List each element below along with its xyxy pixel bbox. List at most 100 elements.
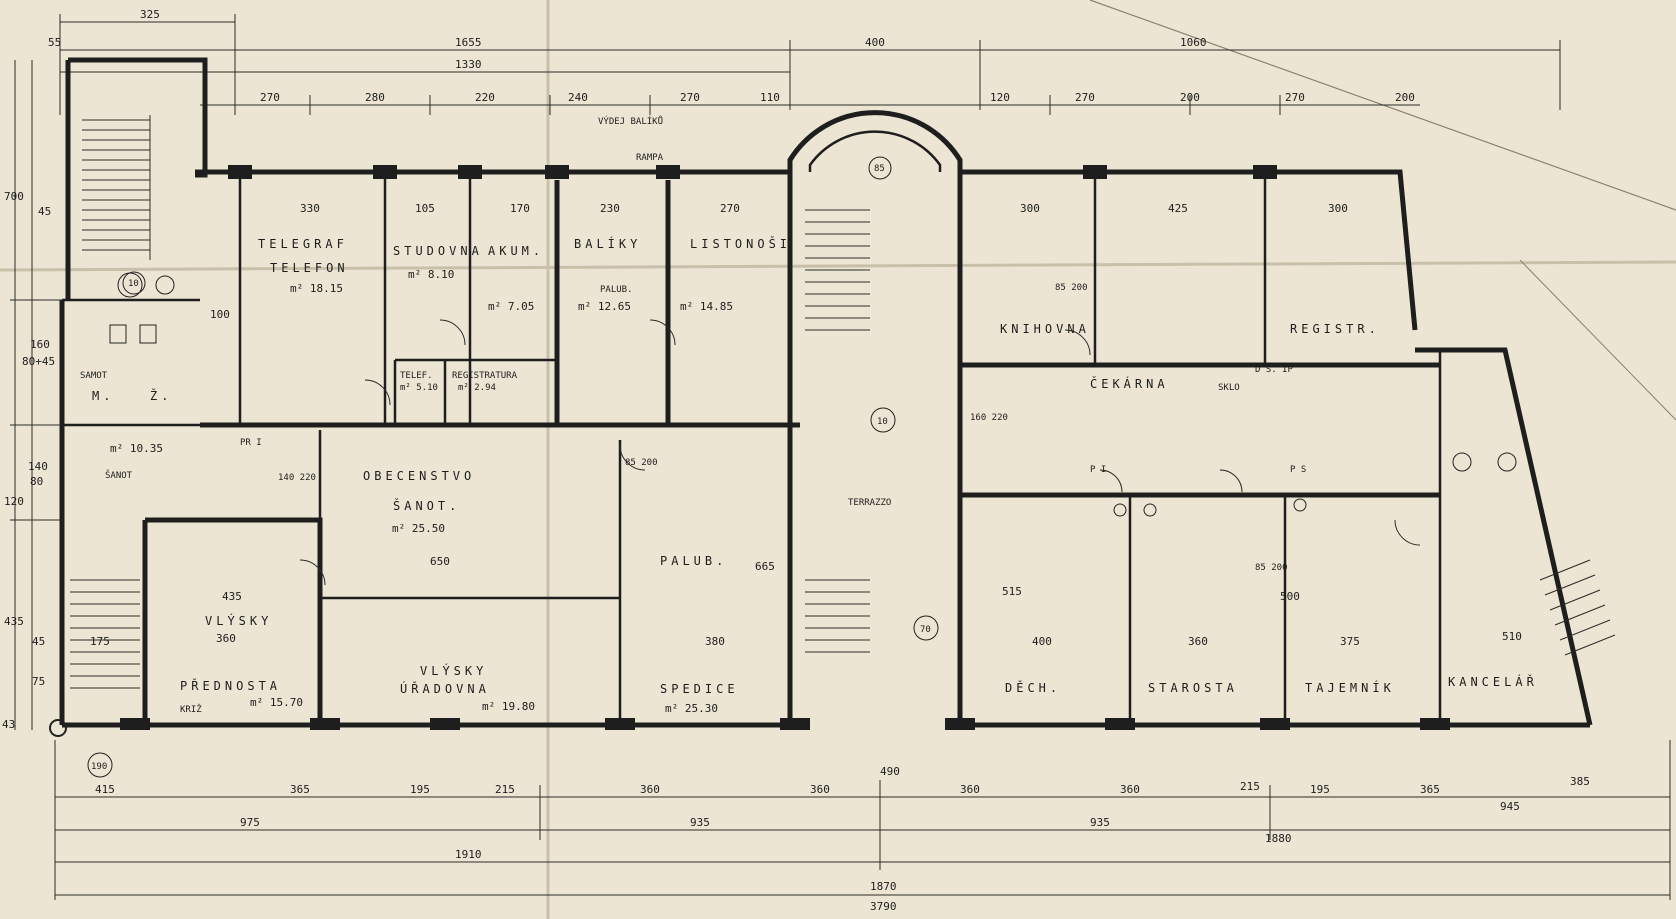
label-women-wc: Ž. (150, 388, 172, 403)
label-vydej-baliku: VÝDEJ BALÍKŮ (598, 115, 663, 127)
room-label-uradovna: ÚŘADOVNA (400, 681, 490, 696)
dim-door-spedice: 85 200 (625, 458, 658, 468)
dim-bottom-945: 945 (1500, 800, 1520, 813)
room-label-registratura: REGISTRATURA (452, 371, 518, 381)
label-ps: P S (1290, 465, 1306, 475)
dim-bottom-195: 195 (410, 783, 430, 796)
room-label-palub: PALUB. (660, 554, 727, 568)
room-label-terrazzo: TERRAZZO (848, 498, 891, 508)
room-label-dech: DĚCH. (1005, 680, 1061, 695)
room-area-akum: m² 7.05 (488, 300, 534, 313)
dim-top-1655: 1655 (455, 36, 482, 49)
dimension-chain-bottom (54, 740, 1671, 900)
room-area-registratura: m² 2.94 (458, 383, 496, 393)
dim-door-cekarna: 160 220 (970, 413, 1008, 423)
dim-left-80: 80 (30, 475, 43, 488)
room-label-spedice: SPEDICE (660, 682, 739, 696)
dim-bottom-195b: 195 (1310, 783, 1330, 796)
room-label-obecenstvo: OBECENSTVO (363, 469, 475, 483)
staircase-central (805, 209, 870, 653)
marker-190-entrance: 190 (91, 762, 107, 772)
room-label-tajemnik: TAJEMNÍK (1305, 680, 1395, 695)
room-label-palub-baliky: PALUB. (600, 285, 633, 295)
dim-interior-435: 435 (222, 590, 242, 603)
level-markers (87, 156, 939, 778)
dim-bottom-385: 385 (1570, 775, 1590, 788)
room-area-telef: m² 5.10 (400, 383, 438, 393)
room-label-cekarna: ČEKÁRNA (1090, 376, 1169, 391)
site-boundary-line-lower (1519, 259, 1676, 421)
dim-bottom-1880: 1880 (1265, 832, 1292, 845)
room-area-uradovna: m² 19.80 (482, 700, 535, 713)
dim-interior-100: 100 (210, 308, 230, 321)
dim-interior-170: 170 (510, 202, 530, 215)
dim-bottom-975: 975 (240, 816, 260, 829)
dim-top-220: 220 (475, 91, 495, 104)
room-label-akum: AKUM. (488, 244, 544, 258)
dim-interior-375: 375 (1340, 635, 1360, 648)
dim-top-1060: 1060 (1180, 36, 1207, 49)
door-swings (299, 319, 1421, 586)
dim-left-45b: 45 (32, 635, 45, 648)
dim-top-270: 270 (260, 91, 280, 104)
dim-interior-650: 650 (430, 555, 450, 568)
marker-10-tower: 10 (128, 279, 139, 289)
dim-interior-175: 175 (90, 635, 110, 648)
dim-left-80-45: 80+45 (22, 355, 55, 368)
dim-bottom-360: 360 (640, 783, 660, 796)
label-sklo: SKLO (1218, 383, 1240, 393)
dim-top-240: 240 (568, 91, 588, 104)
sanitary-fixtures (49, 272, 1517, 737)
room-label-telegraf: TELEGRAF (258, 237, 348, 251)
dim-interior-300b: 300 (1328, 202, 1348, 215)
dim-door-obecenstvo: 140 220 (278, 473, 316, 483)
dim-interior-665: 665 (755, 560, 775, 573)
room-area-obecenstvo: m² 25.50 (392, 522, 445, 535)
room-area-sanot-corridor: m² 10.35 (110, 442, 163, 455)
dim-top-200b: 200 (1395, 91, 1415, 104)
room-label-telef: TELEF. (400, 371, 433, 381)
dim-left-75: 75 (32, 675, 45, 688)
dim-interior-500: 500 (1280, 590, 1300, 603)
marker-10-hall: 10 (877, 417, 888, 427)
label-ds-ip: D S. IP (1255, 365, 1294, 375)
label-pi: P I (1090, 465, 1106, 475)
dim-interior-510: 510 (1502, 630, 1522, 643)
label-samot: SAMOT (80, 371, 108, 381)
room-area-prednosta: m² 15.70 (250, 696, 303, 709)
room-label-vlysky-left: VLÝSKY (205, 613, 272, 628)
dim-top-400: 400 (865, 36, 885, 49)
dim-bottom-360b: 360 (810, 783, 830, 796)
room-area-telefon: m² 18.15 (290, 282, 343, 295)
room-area-baliky: m² 12.65 (578, 300, 631, 313)
dim-interior-300: 300 (1020, 202, 1040, 215)
dim-top-270b: 270 (680, 91, 700, 104)
staircase-left-tower (82, 115, 151, 260)
room-label-studovna: STUDOVNA (393, 244, 483, 258)
room-label-listonosi: LISTONOŠI (690, 236, 791, 251)
dim-interior-270: 270 (720, 202, 740, 215)
staircase-right-entrance (1539, 559, 1616, 656)
dim-interior-360: 360 (216, 632, 236, 645)
dim-left-700: 700 (4, 190, 24, 203)
dim-bottom-3790: 3790 (870, 900, 897, 913)
dim-bottom-365b: 365 (1420, 783, 1440, 796)
window-piers (120, 165, 1450, 730)
label-men-wc: M. (92, 389, 114, 403)
dim-bottom-1910: 1910 (455, 848, 482, 861)
room-label-sanot-corridor: ŠANOT (105, 469, 133, 481)
room-label-kancelar: KANCELÁŘ (1448, 674, 1538, 689)
partition-walls (62, 172, 1442, 725)
dim-bottom-215: 215 (495, 783, 515, 796)
dim-left-435: 435 (4, 615, 24, 628)
marker-70-stairs: 70 (920, 625, 931, 635)
dim-interior-515: 515 (1002, 585, 1022, 598)
room-label-prednosta: PŘEDNOSTA (180, 678, 281, 693)
dim-bottom-1870: 1870 (870, 880, 897, 893)
dim-top-200: 200 (1180, 91, 1200, 104)
dim-interior-380: 380 (705, 635, 725, 648)
dim-top-280: 280 (365, 91, 385, 104)
outer-walls (59, 57, 1593, 728)
dim-interior-360b: 360 (1188, 635, 1208, 648)
